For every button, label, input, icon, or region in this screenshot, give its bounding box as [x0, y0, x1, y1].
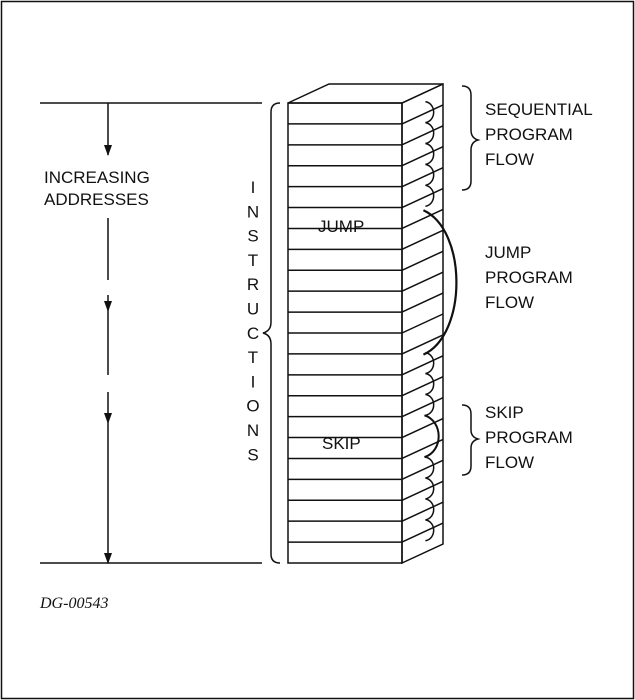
memory-word-side-divider	[402, 293, 443, 312]
instructions-letter: T	[248, 348, 258, 367]
arrowhead-down-icon	[104, 301, 112, 312]
skip-flow-brace	[462, 405, 478, 475]
memory-word-side-divider	[402, 272, 443, 291]
sequential-flow-label-line3: FLOW	[485, 150, 534, 169]
instructions-letter: N	[247, 421, 259, 440]
increasing-label-line1: INCREASING	[44, 168, 150, 187]
skip-flow-label-line2: PROGRAM	[485, 428, 573, 447]
instruction-stack	[288, 84, 443, 563]
instructions-letter: R	[247, 275, 259, 294]
instructions-letter: I	[251, 372, 256, 391]
instructions-letter: T	[248, 251, 258, 270]
instructions-letter: I	[251, 178, 256, 197]
memory-word-side-divider	[402, 377, 443, 396]
sequential-flow-label-line2: PROGRAM	[485, 125, 573, 144]
memory-word-side-divider	[402, 105, 443, 124]
memory-word-side-divider	[402, 460, 443, 479]
sequential-flow-label-line1: SEQUENTIAL	[485, 100, 593, 119]
instructions-letter: N	[247, 202, 259, 221]
memory-word-side-divider	[402, 168, 443, 187]
jump-instruction-label: JUMP	[318, 217, 364, 236]
memory-word-side-divider	[402, 126, 443, 145]
stack-top-face	[288, 84, 443, 103]
instructions-letter: U	[247, 300, 259, 319]
instructions-letter: S	[247, 445, 258, 464]
skip-flow-label-line1: SKIP	[485, 403, 524, 422]
jump-flow-label-line2: PROGRAM	[485, 268, 573, 287]
skip-flow-label-line3: FLOW	[485, 453, 534, 472]
sequential-flow-brace	[462, 86, 478, 190]
memory-word-side-divider	[402, 398, 443, 417]
increasing-label-line2: ADDRESSES	[44, 190, 149, 209]
memory-word-side-divider	[402, 230, 443, 249]
arrowhead-down-icon	[104, 413, 112, 424]
memory-word-side-divider	[402, 356, 443, 375]
memory-word-side-divider	[402, 251, 443, 270]
memory-word-side-divider	[402, 481, 443, 500]
jump-flow-label-line3: FLOW	[485, 293, 534, 312]
instructions-letter: S	[247, 227, 258, 246]
instructions-brace	[263, 103, 280, 563]
instructions-letter: O	[246, 397, 259, 416]
memory-word-side-divider	[402, 147, 443, 166]
memory-word-side-divider	[402, 502, 443, 521]
arrowhead-down-icon	[104, 145, 112, 156]
instructions-letter: C	[247, 324, 259, 343]
memory-word-side-divider	[402, 523, 443, 542]
skip-instruction-label: SKIP	[322, 434, 361, 453]
jump-flow-label-line1: JUMP	[485, 243, 531, 262]
memory-word-side-divider	[402, 189, 443, 208]
figure-id: DG-00543	[39, 595, 108, 612]
memory-word-side-divider	[402, 314, 443, 333]
memory-word-side-divider	[402, 439, 443, 458]
